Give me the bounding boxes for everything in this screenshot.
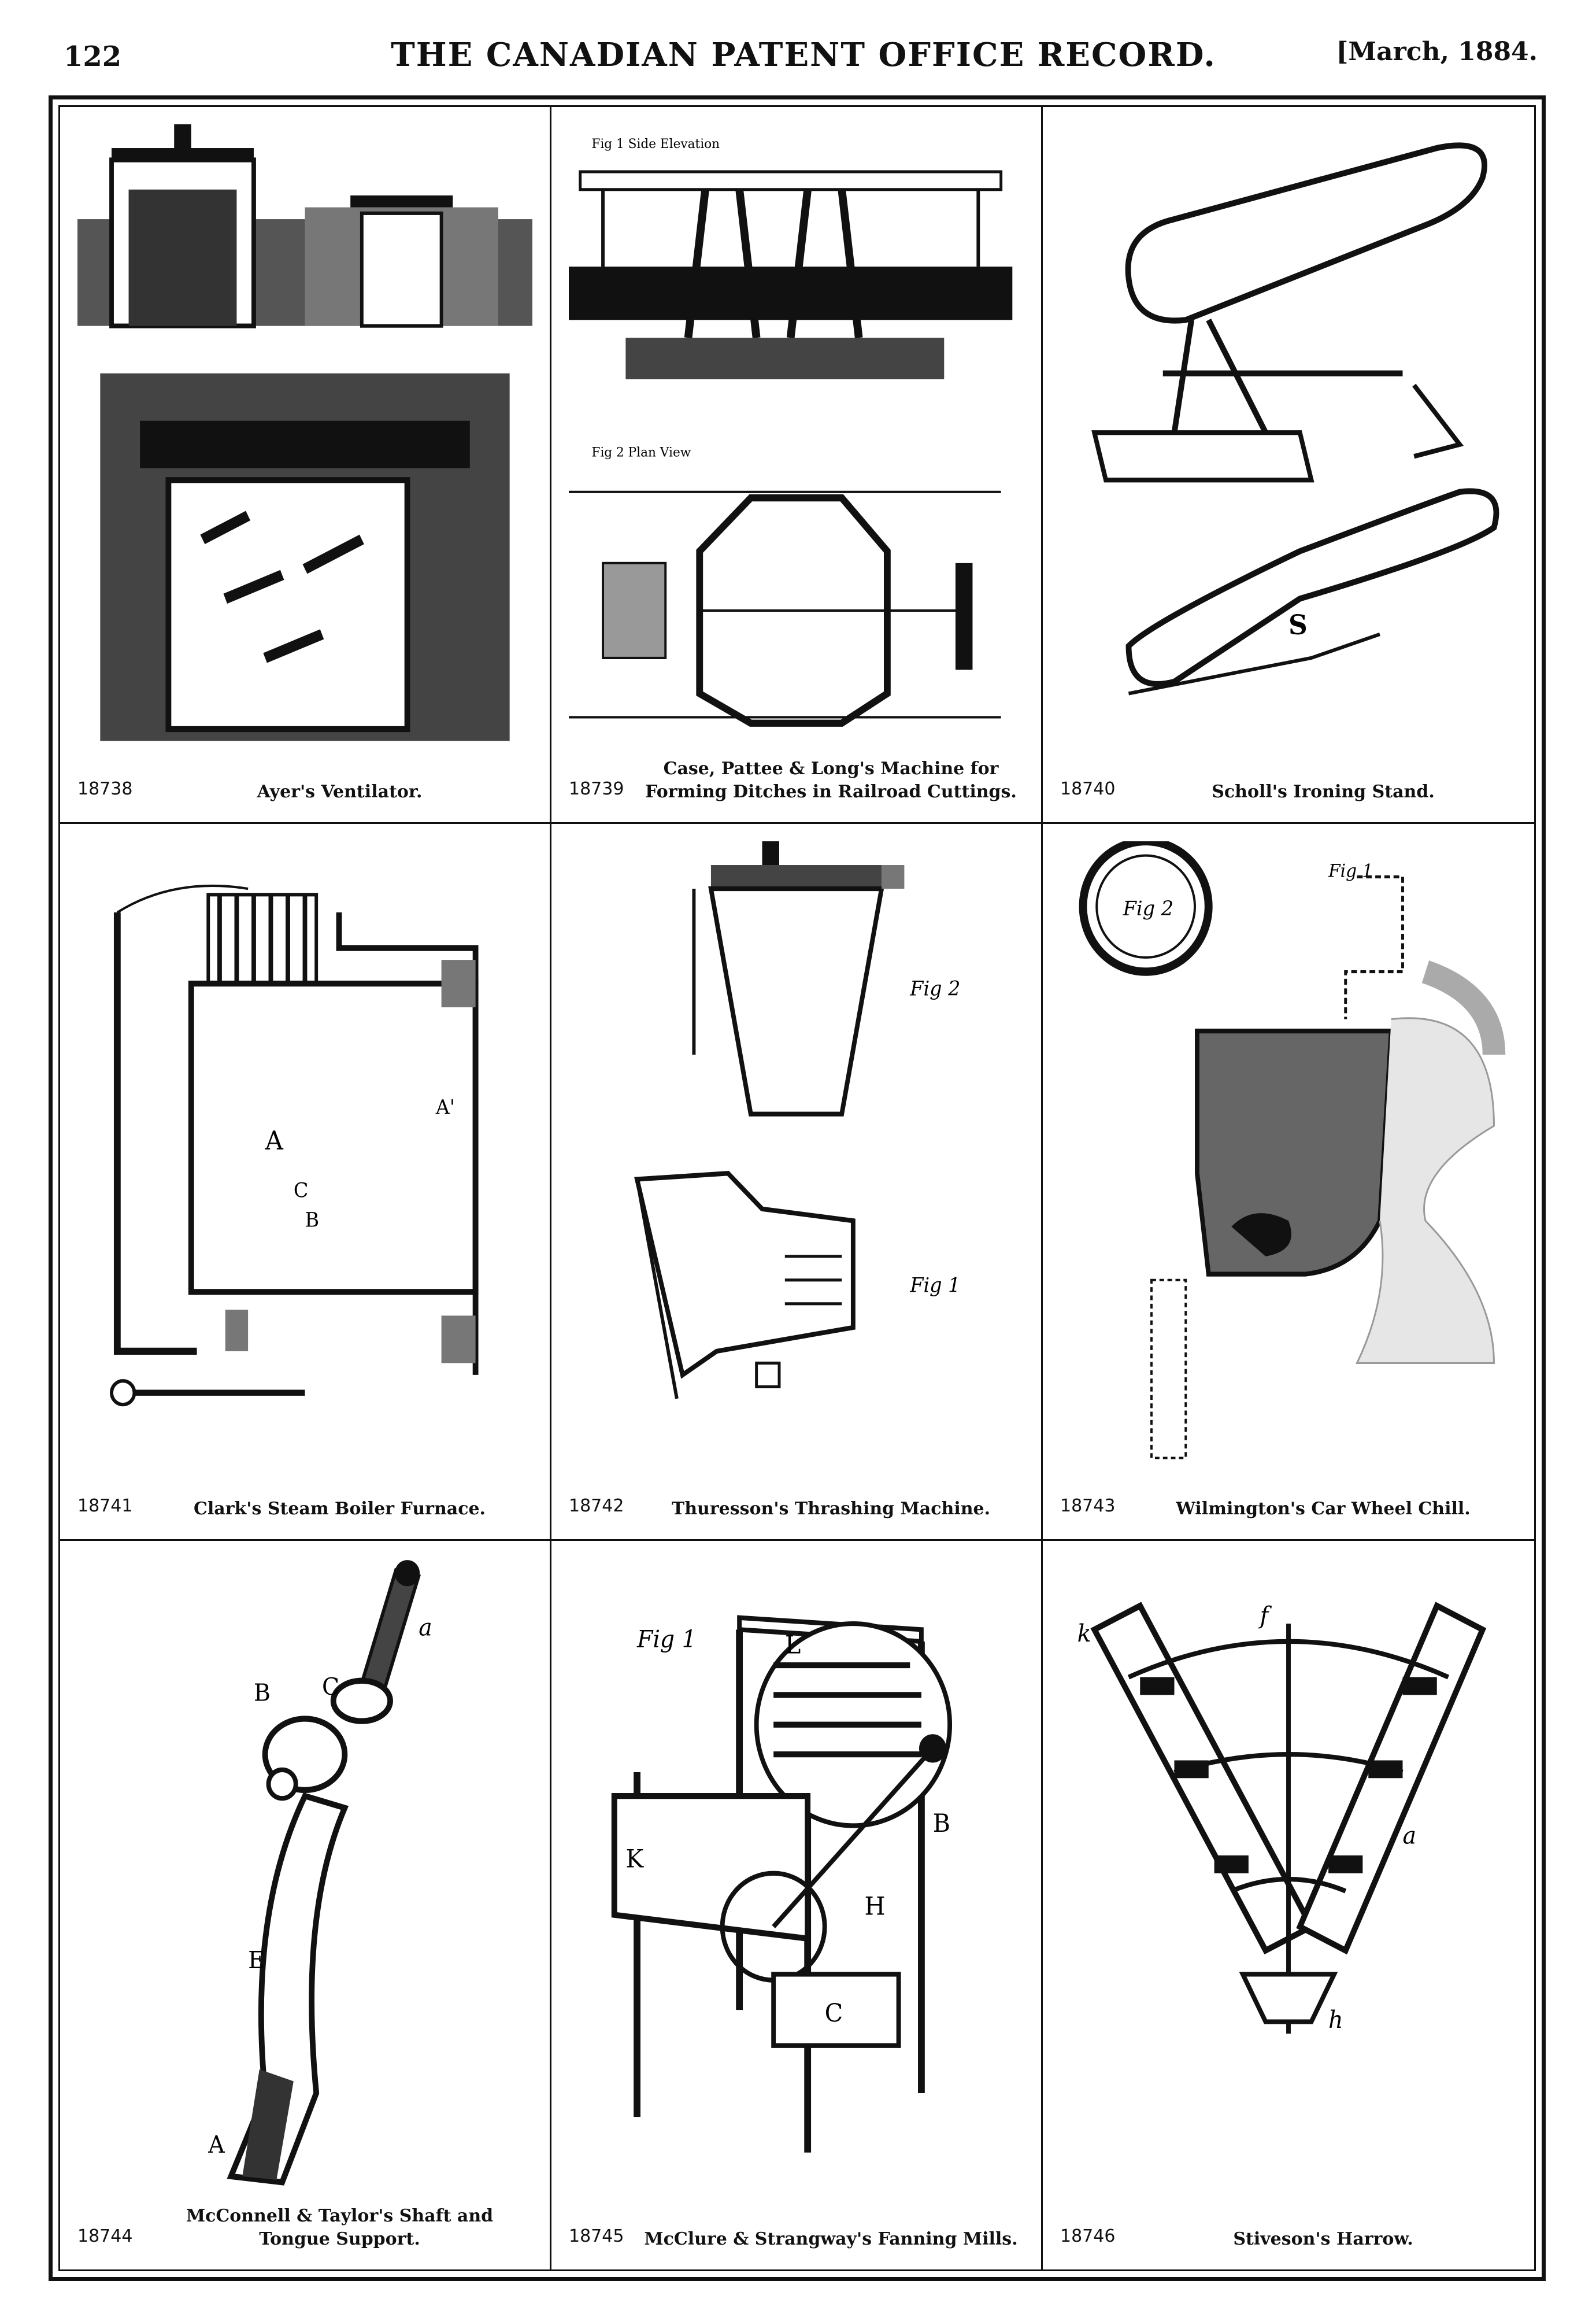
patent-number: 18738 bbox=[77, 779, 133, 799]
patent-caption: 18745 McClure & Strangway's Fanning Mill… bbox=[569, 2205, 1024, 2257]
figure-label: B bbox=[254, 1680, 271, 1707]
figure-label: a bbox=[419, 1614, 432, 1642]
figure-label: Fig 1 Side Elevation bbox=[591, 136, 720, 152]
patent-grid: 18738 Ayer's Ventilator. Fig 1 Side Elev… bbox=[60, 107, 1534, 2269]
plate-inner-frame: 18738 Ayer's Ventilator. Fig 1 Side Elev… bbox=[58, 105, 1536, 2271]
patent-caption: 18744 McConnell & Taylor's Shaft and Ton… bbox=[77, 2205, 532, 2257]
patent-cell: A A' B C 18741 Clark's Steam Boiler Furn… bbox=[60, 824, 551, 1541]
figure-label: Fig 2 bbox=[909, 977, 960, 1001]
figure-label: A bbox=[265, 1126, 284, 1156]
figure-label: Fig 2 bbox=[1123, 897, 1174, 921]
figure-label: a bbox=[1403, 1822, 1417, 1850]
patent-caption: 18741 Clark's Steam Boiler Furnace. bbox=[77, 1474, 532, 1526]
patent-title: Wilmington's Car Wheel Chill. bbox=[1176, 1499, 1471, 1519]
patent-title: Ayer's Ventilator. bbox=[257, 782, 423, 802]
patent-cell: Fig 1 L K B H C bbox=[551, 1541, 1043, 2269]
patent-number: 18746 bbox=[1060, 2226, 1116, 2246]
patent-caption: 18740 Scholl's Ironing Stand. bbox=[1060, 757, 1517, 809]
patent-title: McClure & Strangway's Fanning Mills. bbox=[644, 2229, 1018, 2249]
ditching-machine-illustration: Fig 1 Side Elevation Fig 2 Plan View bbox=[569, 124, 1024, 753]
figure-label: f bbox=[1258, 1602, 1272, 1629]
patent-cell: Fig 2 Fig 1 18743 Wilmington's Car Wheel… bbox=[1043, 824, 1534, 1541]
figure-label: B bbox=[933, 1809, 950, 1838]
figure-label: C bbox=[825, 1999, 843, 2028]
fanning-mill-illustration: Fig 1 L K B H C bbox=[569, 1558, 1024, 2200]
figure-label: C bbox=[294, 1179, 309, 1203]
patent-cell: Fig 1 Side Elevation Fig 2 Plan View bbox=[551, 107, 1043, 824]
page-title: THE CANADIAN PATENT OFFICE RECORD. bbox=[391, 36, 1216, 74]
figure-label: k bbox=[1077, 1620, 1091, 1647]
figure-label: h bbox=[1328, 2006, 1343, 2034]
harrow-illustration: k f a h bbox=[1060, 1558, 1517, 2200]
car-wheel-chill-illustration: Fig 2 Fig 1 bbox=[1060, 841, 1517, 1470]
patent-cell: 18738 Ayer's Ventilator. bbox=[60, 107, 551, 824]
patent-cell: a B C E A 18744 McConnell & Taylor's S bbox=[60, 1541, 551, 2269]
shaft-support-illustration: a B C E A bbox=[77, 1558, 532, 2200]
page-header: 122 THE CANADIAN PATENT OFFICE RECORD. [… bbox=[58, 23, 1549, 87]
figure-label: L bbox=[785, 1631, 801, 1659]
figure-label: A bbox=[208, 2131, 225, 2158]
patent-number: 18740 bbox=[1060, 779, 1116, 799]
figure-label: S bbox=[1288, 609, 1308, 641]
patent-title: McConnell & Taylor's Shaft and Tongue Su… bbox=[186, 2206, 494, 2249]
figure-label: K bbox=[625, 1844, 644, 1873]
patent-number: 18745 bbox=[569, 2226, 624, 2246]
patent-title: Scholl's Ironing Stand. bbox=[1212, 782, 1435, 802]
patent-cell: S 18740 Scholl's Ironing Stand. bbox=[1043, 107, 1534, 824]
patent-title: Case, Pattee & Long's Machine for Formin… bbox=[645, 759, 1017, 802]
figure-label: Fig 1 bbox=[636, 1626, 697, 1653]
thrashing-machine-illustration: Fig 2 Fig 1 bbox=[569, 841, 1024, 1470]
ironing-stand-illustration: S bbox=[1060, 124, 1517, 753]
patent-title: Clark's Steam Boiler Furnace. bbox=[194, 1499, 486, 1519]
patent-title: Stiveson's Harrow. bbox=[1233, 2229, 1413, 2249]
patent-number: 18739 bbox=[569, 779, 624, 799]
patent-number: 18741 bbox=[77, 1496, 133, 1516]
patent-number: 18742 bbox=[569, 1496, 624, 1516]
plate-frame: 18738 Ayer's Ventilator. Fig 1 Side Elev… bbox=[49, 95, 1546, 2281]
issue-date: [March, 1884. bbox=[1336, 37, 1538, 66]
ventilator-illustration bbox=[77, 124, 532, 753]
patent-number: 18743 bbox=[1060, 1496, 1116, 1516]
patent-caption: 18739 Case, Pattee & Long's Machine for … bbox=[569, 757, 1024, 809]
figure-label: H bbox=[865, 1892, 886, 1921]
patent-caption: 18746 Stiveson's Harrow. bbox=[1060, 2205, 1517, 2257]
patent-title: Thuresson's Thrashing Machine. bbox=[671, 1499, 991, 1519]
patent-caption: 18738 Ayer's Ventilator. bbox=[77, 757, 532, 809]
figure-label: A' bbox=[435, 1096, 455, 1119]
patent-number: 18744 bbox=[77, 2226, 133, 2246]
figure-label: Fig 2 Plan View bbox=[591, 445, 691, 460]
patent-cell: Fig 2 Fig 1 18742 Thuresson's Thrashing … bbox=[551, 824, 1043, 1541]
figure-label: B bbox=[305, 1208, 320, 1232]
figure-label: C bbox=[322, 1674, 339, 1701]
page-number: 122 bbox=[64, 40, 122, 73]
boiler-furnace-illustration: A A' B C bbox=[77, 841, 532, 1470]
figure-label: E bbox=[248, 1947, 265, 1974]
figure-label: Fig 1 bbox=[1328, 861, 1373, 882]
patent-cell: k f a h 18746 Stiveson's Harrow. bbox=[1043, 1541, 1534, 2269]
patent-caption: 18743 Wilmington's Car Wheel Chill. bbox=[1060, 1474, 1517, 1526]
figure-label: Fig 1 bbox=[909, 1274, 960, 1297]
patent-caption: 18742 Thuresson's Thrashing Machine. bbox=[569, 1474, 1024, 1526]
